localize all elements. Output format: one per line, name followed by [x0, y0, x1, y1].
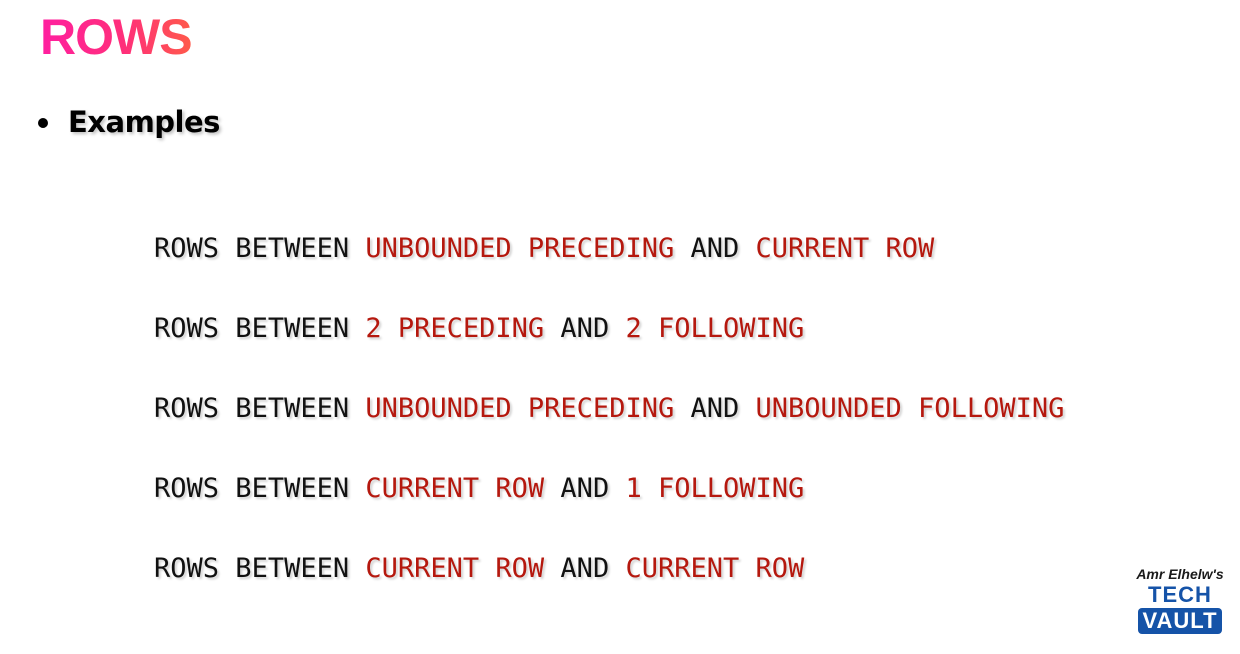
example-token: 2 PRECEDING — [365, 313, 545, 344]
example-line: ROWS BETWEEN UNBOUNDED PRECEDING AND CUR… — [89, 180, 1064, 264]
example-line: ROWS BETWEEN UNBOUNDED PRECEDING AND UNB… — [89, 340, 1064, 424]
example-token: UNBOUNDED FOLLOWING — [755, 393, 1065, 424]
example-line: ROWS BETWEEN CURRENT ROW AND 1 FOLLOWING — [89, 420, 1064, 504]
example-token: ROWS BETWEEN — [154, 393, 366, 424]
logo-vault: VAULT — [1138, 608, 1222, 634]
example-token: UNBOUNDED PRECEDING — [365, 393, 675, 424]
bullet-item-examples: Examples — [38, 102, 220, 142]
example-token: ROWS BETWEEN — [154, 313, 366, 344]
logo-author: Amr Elhelw's — [1136, 566, 1224, 582]
example-token: CURRENT ROW — [365, 553, 545, 584]
example-line: ROWS BETWEEN CURRENT ROW AND CURRENT ROW — [89, 500, 1064, 584]
example-line: ROWS BETWEEN 2 PRECEDING AND 2 FOLLOWING — [89, 260, 1064, 344]
example-token: AND — [544, 553, 626, 584]
example-token: ROWS BETWEEN — [154, 473, 366, 504]
bullet-label: Examples — [68, 105, 220, 139]
example-token: ROWS BETWEEN — [154, 553, 366, 584]
example-token: UNBOUNDED PRECEDING — [365, 233, 675, 264]
tech-vault-logo: Amr Elhelw's TECH VAULT — [1128, 565, 1232, 634]
bullet-dot-icon — [38, 118, 48, 128]
example-token: CURRENT ROW — [625, 553, 805, 584]
example-token: CURRENT ROW — [365, 473, 545, 504]
example-token: CURRENT ROW — [755, 233, 935, 264]
example-token: AND — [674, 393, 756, 424]
example-token: AND — [674, 233, 756, 264]
example-token: AND — [544, 313, 626, 344]
logo-tech: TECH — [1148, 582, 1212, 607]
example-token: 2 FOLLOWING — [625, 313, 805, 344]
examples-list: ROWS BETWEEN UNBOUNDED PRECEDING AND CUR… — [89, 180, 1064, 584]
example-token: ROWS BETWEEN — [154, 233, 366, 264]
example-token: 1 FOLLOWING — [625, 473, 805, 504]
example-token: AND — [544, 473, 626, 504]
slide-title: ROWS — [40, 6, 193, 68]
